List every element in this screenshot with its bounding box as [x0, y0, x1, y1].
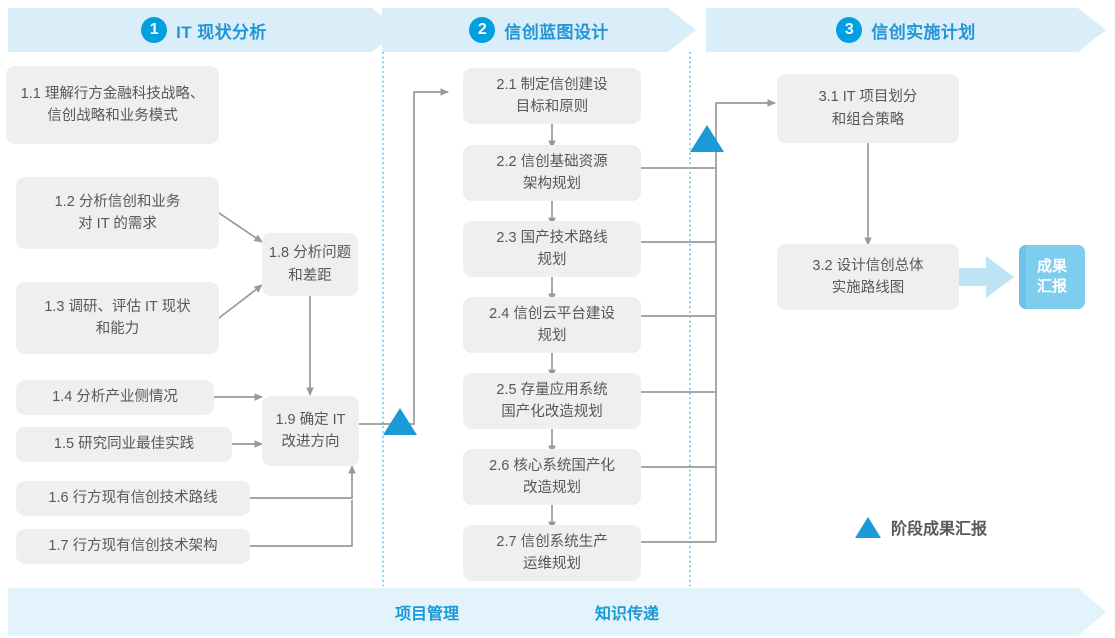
node-1-8[interactable]: 1.8 分析问题 和差距: [262, 233, 358, 296]
bottom-banner-shape: [8, 588, 1106, 636]
phase-header-3[interactable]: 3 信创实施计划: [706, 8, 1106, 52]
milestone-triangle-phase1: [383, 408, 417, 435]
node-3-2[interactable]: 3.2 设计信创总体 实施路线图: [777, 244, 959, 310]
node-1-4[interactable]: 1.4 分析产业侧情况: [16, 380, 214, 415]
phase-title-1: IT 现状分析: [176, 22, 267, 42]
phase-banner-shapes: [8, 8, 1106, 52]
phase-title-2: 信创蓝图设计: [504, 22, 609, 42]
outcome-badge[interactable]: 成果 汇报: [1019, 245, 1085, 309]
node-1-5[interactable]: 1.5 研究同业最佳实践: [16, 427, 232, 462]
phase-header-2[interactable]: 2 信创蓝图设计: [382, 8, 696, 52]
edge-13-to-18: [218, 284, 263, 319]
bottom-label-project-management: 项目管理: [395, 606, 460, 623]
bottom-banner: [0, 586, 1115, 638]
node-2-7[interactable]: 2.7 信创系统生产 运维规划: [463, 525, 641, 581]
legend-milestone-label: 阶段成果汇报: [891, 521, 988, 538]
edge-12-to-18: [218, 212, 263, 243]
edge-bus-to-31: [715, 99, 777, 125]
node-2-2[interactable]: 2.2 信创基础资源 架构规划: [463, 145, 641, 201]
node-2-3[interactable]: 2.3 国产技术路线 规划: [463, 221, 641, 277]
bottom-label-knowledge-transfer: 知识传递: [595, 606, 660, 623]
node-2-5[interactable]: 2.5 存量应用系统 国产化改造规划: [463, 373, 641, 429]
phase-title-3: 信创实施计划: [871, 22, 976, 42]
edge-17-to-19: [250, 500, 353, 547]
phase-number-1: 1: [141, 17, 168, 43]
legend-milestone: 阶段成果汇报: [855, 515, 987, 539]
phase-number-2: 2: [469, 17, 496, 43]
node-2-1[interactable]: 2.1 制定信创建设 目标和原则: [463, 68, 641, 124]
node-1-1[interactable]: 1.1 理解行方金融科技战略、 信创战略和业务模式: [6, 66, 219, 144]
node-1-6[interactable]: 1.6 行方现有信创技术路线: [16, 481, 250, 516]
phase-header-1[interactable]: 1 IT 现状分析: [8, 8, 400, 52]
node-2-4[interactable]: 2.4 信创云平台建设 规划: [463, 297, 641, 353]
edge-16-to-19: [250, 464, 356, 499]
phase-banner: 1 IT 现状分析 2 信创蓝图设计 3 信创实施计划: [0, 0, 1115, 52]
triangle-up-icon: [855, 516, 881, 538]
phase-number-3: 3: [836, 17, 863, 43]
node-1-3[interactable]: 1.3 调研、评估 IT 现状 和能力: [16, 282, 219, 354]
node-1-2[interactable]: 1.2 分析信创和业务 对 IT 的需求: [16, 177, 219, 249]
node-1-9[interactable]: 1.9 确定 IT 改进方向: [262, 396, 359, 466]
edge-19-to-21: [359, 88, 450, 425]
node-2-6[interactable]: 2.6 核心系统国产化 改造规划: [463, 449, 641, 505]
node-3-1[interactable]: 3.1 IT 项目划分 和组合策略: [777, 74, 959, 143]
node-1-7[interactable]: 1.7 行方现有信创技术架构: [16, 529, 250, 564]
milestone-triangle-phase2: [690, 125, 724, 152]
